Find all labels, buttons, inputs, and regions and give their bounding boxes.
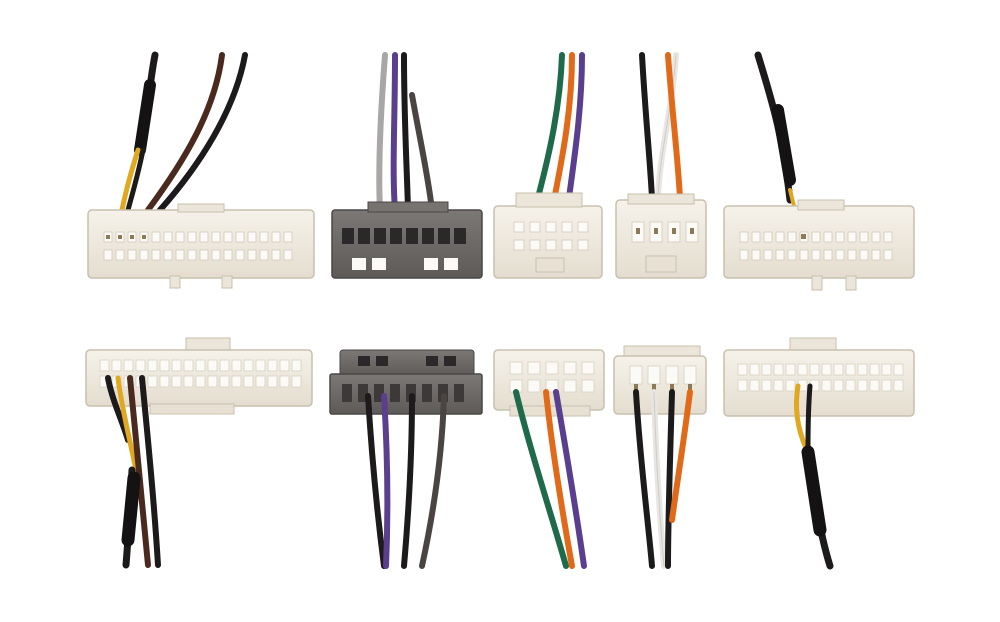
bottom-small-cream-4pin-connector <box>613 345 707 569</box>
top-small-cream-4pin-connector <box>615 52 707 279</box>
wire-yellow <box>793 383 809 451</box>
wire-purple <box>390 52 398 213</box>
pin <box>801 234 806 239</box>
top-latch <box>367 201 449 213</box>
wire-orange <box>669 389 693 523</box>
wire-yellow <box>788 188 796 208</box>
wire-green <box>513 389 569 569</box>
wire-orange <box>550 52 575 208</box>
bottom-large-cream-connector <box>85 337 313 569</box>
top-small-cream-10pin-connector <box>493 52 603 279</box>
bottom-large-cream-right-connector <box>723 337 915 570</box>
clip <box>535 257 565 273</box>
bottom-ledge <box>149 403 235 415</box>
cavity-grid <box>513 221 589 251</box>
pins <box>106 235 146 239</box>
latch <box>797 199 845 211</box>
bottom-4pin-wires <box>633 389 693 569</box>
tape-sleeve <box>134 79 156 156</box>
bottom-right-wires <box>793 383 834 570</box>
top-windows <box>358 356 456 366</box>
tape-sleeve <box>121 471 141 547</box>
foot-right <box>845 275 857 291</box>
wire-black-3 <box>157 52 248 213</box>
cavity-grid <box>737 363 904 392</box>
bottom-gray-wires <box>365 393 447 569</box>
foot-right <box>221 275 233 289</box>
cavity-grid <box>509 361 595 393</box>
bottom-small-cream-10pin-connector <box>493 349 605 569</box>
wire-purple <box>381 393 391 569</box>
wire-black <box>365 393 387 569</box>
wire-brown <box>145 52 225 213</box>
wire-purple <box>565 52 585 208</box>
wire-brown <box>127 375 151 568</box>
bottom-windows <box>352 258 458 270</box>
foot-left <box>811 275 823 291</box>
cavity-row <box>342 384 464 402</box>
top-ledge <box>515 192 583 208</box>
wire-black <box>805 383 813 451</box>
pins <box>634 384 692 390</box>
wire-black <box>401 52 411 213</box>
wire-yellow <box>115 375 139 473</box>
wire-green <box>533 52 565 208</box>
wire-purple <box>553 389 587 569</box>
bottom-10pin-wires <box>513 389 587 569</box>
top-10pin-wires <box>533 52 585 208</box>
wire-black <box>633 389 655 569</box>
clip <box>645 255 677 273</box>
wire-black-2 <box>401 393 415 569</box>
cavity-row <box>342 228 466 244</box>
wire-yellow <box>119 147 141 213</box>
wire-darkgray <box>419 393 447 569</box>
wire-orange <box>543 389 575 569</box>
top-4pin-wires <box>639 52 683 201</box>
cavity-grid <box>629 365 697 385</box>
wire-white-outline <box>657 54 677 199</box>
top-ledge <box>627 193 695 205</box>
foot-left <box>169 275 181 289</box>
housing <box>613 355 707 415</box>
tape-sleeve <box>772 104 796 186</box>
pins <box>636 228 694 234</box>
wire-black-2 <box>139 375 161 568</box>
top-large-cream-connector <box>87 51 315 289</box>
wire-orange <box>665 52 683 201</box>
top-large-cream-right-connector <box>723 51 915 291</box>
latch <box>177 203 225 213</box>
bottom-large-cream-wires <box>105 375 161 569</box>
wire-black-2 <box>665 389 675 569</box>
top-large-cream-wires <box>119 51 248 213</box>
housing <box>87 209 315 279</box>
bottom-gray-connector <box>329 349 483 569</box>
wire-darkgray <box>409 92 435 213</box>
wire-gray <box>376 52 388 213</box>
wire-white-outline <box>653 391 665 567</box>
top-gray-connector <box>331 52 483 279</box>
wire-black-2 <box>125 147 146 213</box>
top-gray-wires <box>376 52 435 213</box>
top-right-wires <box>754 51 796 208</box>
cavity-grid <box>739 231 893 261</box>
tape-sleeve <box>801 445 827 537</box>
wire-black <box>639 52 655 201</box>
